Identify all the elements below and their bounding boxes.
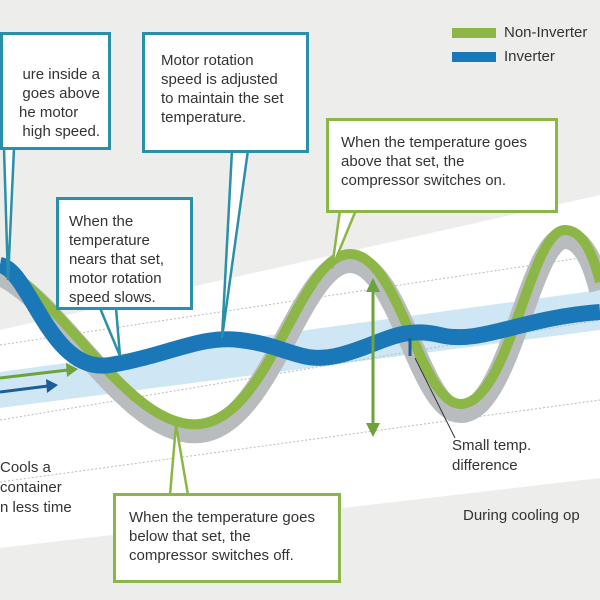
callout-line: high speed.	[22, 123, 100, 140]
inverter-wave	[0, 257, 600, 374]
arrow-head-icon	[66, 363, 78, 377]
callout-below: When the temperature goes below that set…	[113, 493, 341, 583]
legend-label: Non-Inverter	[504, 24, 588, 41]
label-line: difference	[452, 457, 518, 474]
label-line: n less time	[0, 499, 72, 516]
label-line: Small temp.	[452, 437, 532, 454]
legend-swatch	[452, 27, 496, 38]
cools-label: Cools a container n less time	[0, 458, 72, 518]
callout-nears: When the temperature nears that set, mot…	[56, 197, 193, 310]
small-diff-label: Small temp. difference	[452, 436, 531, 476]
label-line: Cools a	[0, 459, 51, 476]
set-temp-dashed-line	[0, 399, 600, 483]
non-inverter-wave-top	[0, 224, 600, 430]
callout-text: Motor rotation speed is adjusted to main…	[161, 52, 284, 126]
set-temp-dashed-line	[0, 319, 600, 421]
callout-high-speed: ure inside a goes above he motor high sp…	[0, 32, 111, 150]
set-temp-dashed-line	[0, 254, 600, 346]
callout-line: goes above	[22, 85, 100, 102]
callout-text: When the temperature goes above that set…	[341, 134, 527, 189]
callout-line: he motor	[19, 104, 79, 121]
during-cooling-label: During cooling op	[463, 507, 580, 524]
cooling-arrow-green	[0, 368, 69, 380]
callout-line: ure inside a	[22, 66, 100, 83]
callout-above: When the temperature goes above that set…	[326, 118, 558, 213]
legend-non-inverter: Non-Inverter	[452, 24, 598, 41]
legend-swatch	[452, 51, 496, 62]
legend-label: Inverter	[504, 48, 555, 65]
arrow-head-icon	[366, 278, 380, 292]
arrow-head-icon	[46, 379, 58, 393]
white-band	[0, 195, 600, 548]
callout-text: When the temperature goes below that set…	[129, 509, 315, 564]
label-line: container	[0, 479, 62, 496]
pointer-line	[414, 357, 456, 439]
legend-inverter: Inverter	[452, 48, 598, 65]
callout-text: When the temperature nears that set, mot…	[69, 213, 165, 306]
arrow-head-icon	[366, 423, 380, 437]
callout-adjusted: Motor rotation speed is adjusted to main…	[142, 32, 309, 153]
cooling-arrow-blue	[0, 384, 49, 394]
